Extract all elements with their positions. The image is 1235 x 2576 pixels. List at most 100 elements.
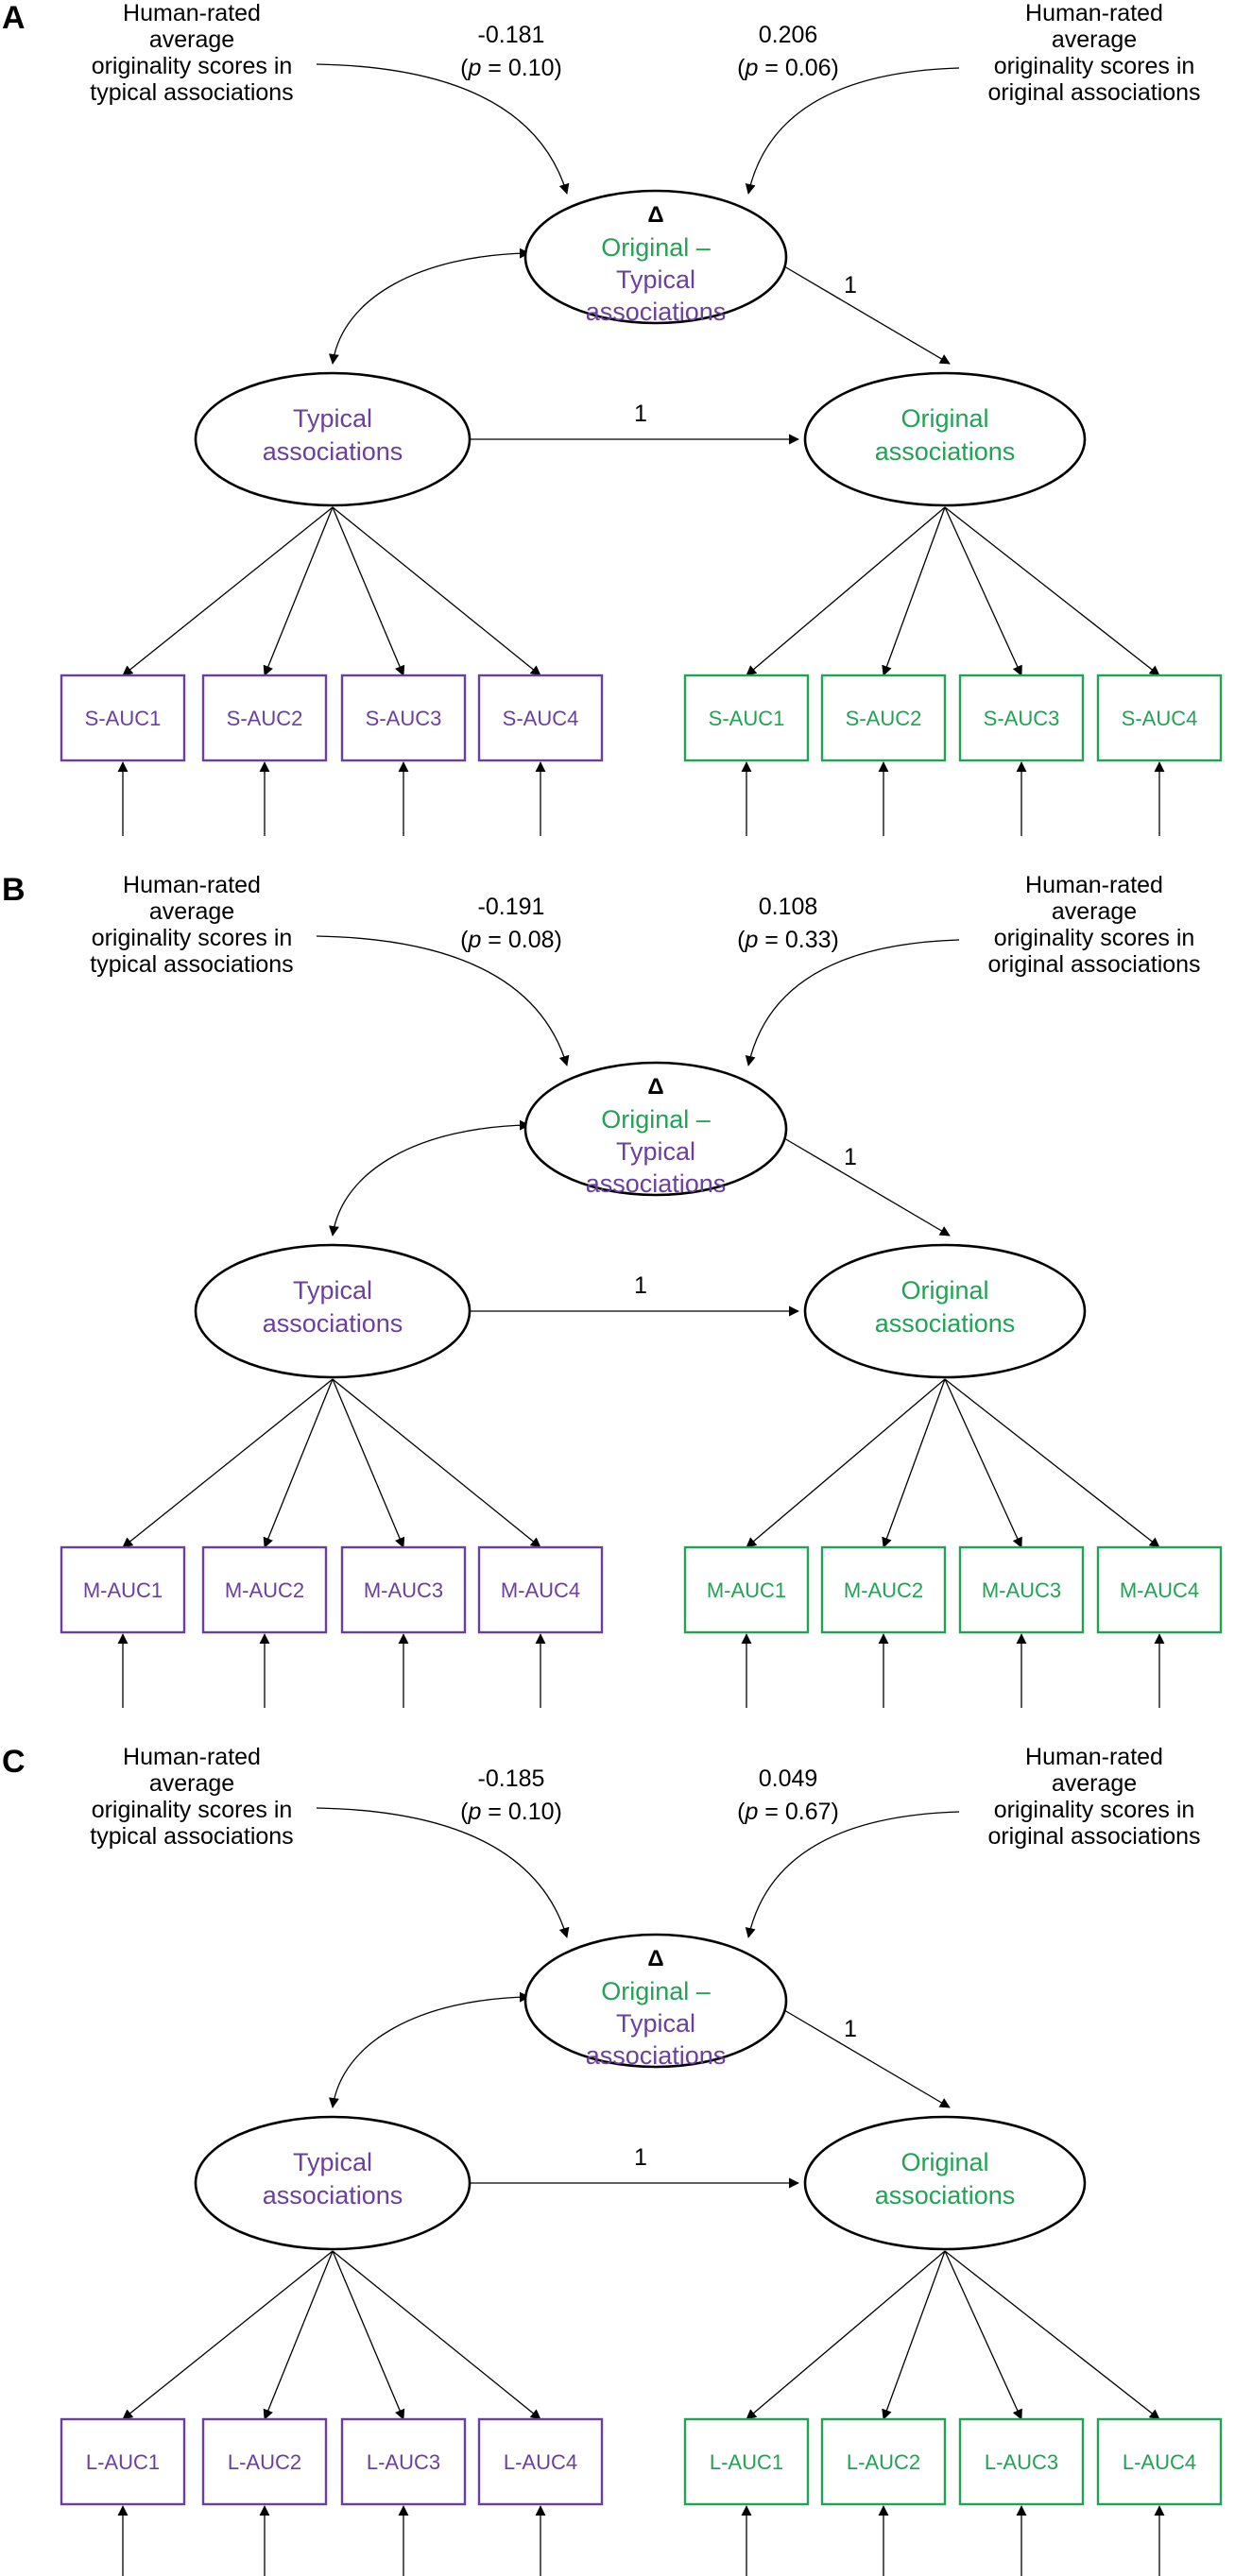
left-coefficient: -0.185(p = 0.10) bbox=[460, 1766, 562, 1825]
covariance-arc bbox=[328, 247, 530, 365]
original-indicator-box bbox=[683, 674, 810, 762]
typical-indicator-label: S-AUC1 bbox=[85, 707, 162, 730]
original-loading-path bbox=[882, 2250, 946, 2420]
original-indicator: L-AUC3 bbox=[958, 2417, 1085, 2506]
left-predictor-text: Human-rated bbox=[123, 1744, 261, 1770]
original-indicator: M-AUC4 bbox=[1096, 1545, 1223, 1634]
original-indicator-label: M-AUC4 bbox=[1120, 1578, 1199, 1602]
typical-indicator-box bbox=[60, 2417, 186, 2506]
panel-label: C bbox=[2, 1744, 26, 1780]
typical-indicator: M-AUC3 bbox=[340, 1545, 467, 1634]
original-indicator-label: L-AUC3 bbox=[985, 2450, 1058, 2474]
left-predictor-text: average bbox=[149, 26, 234, 53]
typical-loading-path bbox=[332, 506, 405, 676]
delta-label-line3: associations bbox=[586, 298, 727, 326]
right-predictor-text: original associations bbox=[987, 951, 1200, 978]
original-loading-path bbox=[944, 506, 1022, 676]
coef-p-value: (p = 0.67) bbox=[737, 1799, 839, 1825]
original-loading-path bbox=[944, 2250, 1022, 2420]
delta-symbol: Δ bbox=[647, 1074, 663, 1100]
delta-label-line3: associations bbox=[586, 1169, 727, 1198]
right-coefficient: 0.049(p = 0.67) bbox=[737, 1766, 839, 1825]
path-coef-typical-to-original: 1 bbox=[634, 1272, 647, 1299]
right-predictor-text: average bbox=[1052, 1770, 1137, 1797]
original-label-line2: associations bbox=[875, 1309, 1016, 1338]
path-delta-to-original bbox=[783, 265, 951, 365]
typical-indicator: S-AUC4 bbox=[477, 674, 604, 762]
original-indicator-label: M-AUC1 bbox=[707, 1578, 786, 1602]
delta-ellipse bbox=[523, 189, 788, 325]
typical-loading-path bbox=[122, 506, 334, 676]
delta-label-line1: Original – bbox=[601, 1977, 711, 2005]
delta-symbol: Δ bbox=[647, 202, 663, 228]
typical-indicator-box bbox=[477, 1545, 604, 1634]
typical-loading-path bbox=[122, 1378, 334, 1548]
original-indicator-box bbox=[1096, 2417, 1223, 2506]
right-predictor-text: original associations bbox=[987, 79, 1200, 106]
original-indicator-box bbox=[683, 2417, 810, 2506]
left-coefficient: -0.191(p = 0.08) bbox=[460, 894, 562, 953]
typical-loading-path bbox=[332, 2250, 541, 2420]
original-indicator-box bbox=[683, 1545, 810, 1634]
delta-ellipse bbox=[523, 1061, 788, 1197]
original-label-line1: Original bbox=[901, 2148, 988, 2176]
original-indicator: M-AUC3 bbox=[958, 1545, 1085, 1634]
typical-indicator-label: M-AUC1 bbox=[83, 1578, 163, 1602]
original-indicator-label: L-AUC2 bbox=[847, 2450, 920, 2474]
original-indicator-box bbox=[958, 2417, 1085, 2506]
left-predictor-text: typical associations bbox=[90, 951, 293, 978]
left-predictor-text: originality scores in bbox=[92, 53, 293, 79]
path-left-predictor-to-delta bbox=[316, 935, 570, 1066]
right-coefficient: 0.206(p = 0.06) bbox=[737, 22, 839, 81]
path-right-predictor-to-delta bbox=[745, 1811, 960, 1938]
typical-label-line1: Typical bbox=[293, 404, 372, 433]
original-indicator: S-AUC3 bbox=[958, 674, 1085, 762]
typical-loading-path bbox=[332, 506, 541, 676]
original-indicator-label: S-AUC3 bbox=[984, 707, 1060, 730]
original-indicator-box bbox=[1096, 674, 1223, 762]
path-delta-to-original bbox=[783, 2009, 951, 2108]
original-indicator-box bbox=[958, 1545, 1085, 1634]
original-indicator: S-AUC1 bbox=[683, 674, 810, 762]
original-ellipse bbox=[803, 2115, 1087, 2251]
left-predictor-text: originality scores in bbox=[92, 925, 293, 951]
original-indicator: L-AUC4 bbox=[1096, 2417, 1223, 2506]
path-right-predictor-to-delta bbox=[745, 67, 960, 195]
delta-ellipse bbox=[523, 1933, 788, 2069]
path-coef-typical-to-original: 1 bbox=[634, 401, 647, 427]
original-label-line1: Original bbox=[901, 404, 988, 433]
original-indicator: S-AUC2 bbox=[820, 674, 947, 762]
original-loading-path bbox=[944, 506, 1160, 676]
delta-label-line2: Typical bbox=[616, 1137, 695, 1166]
left-predictor-text: Human-rated bbox=[123, 872, 261, 898]
covariance-arc bbox=[328, 1991, 530, 2108]
delta-label-line1: Original – bbox=[601, 1105, 711, 1134]
typical-indicator-label: S-AUC2 bbox=[227, 707, 303, 730]
path-right-predictor-to-delta bbox=[745, 939, 960, 1066]
right-coefficient: 0.108(p = 0.33) bbox=[737, 894, 839, 953]
typical-indicator: S-AUC1 bbox=[60, 674, 186, 762]
typical-label-line2: associations bbox=[263, 1309, 403, 1338]
original-loading-path bbox=[944, 1378, 1160, 1548]
left-predictor-text: average bbox=[149, 898, 234, 925]
path-delta-to-original bbox=[783, 1137, 951, 1237]
left-predictor-text: originality scores in bbox=[92, 1797, 293, 1823]
right-predictor-text: Human-rated bbox=[1025, 0, 1163, 26]
typical-indicator-box bbox=[340, 674, 467, 762]
typical-loading-path bbox=[332, 2250, 405, 2420]
path-left-predictor-to-delta bbox=[316, 63, 570, 195]
delta-factor: Δ Original – Typical associations bbox=[523, 1061, 788, 1198]
path-coef-delta-to-original: 1 bbox=[844, 2016, 857, 2042]
original-label-line2: associations bbox=[875, 437, 1016, 466]
typical-loading-path bbox=[263, 1378, 334, 1548]
typical-indicator-box bbox=[340, 2417, 467, 2506]
original-indicator-label: S-AUC2 bbox=[846, 707, 922, 730]
typical-indicator-box bbox=[60, 1545, 186, 1634]
original-loading-path bbox=[746, 506, 946, 676]
original-ellipse bbox=[803, 371, 1087, 507]
typical-label-line2: associations bbox=[263, 2181, 403, 2209]
typical-indicator-label: M-AUC4 bbox=[501, 1578, 580, 1602]
